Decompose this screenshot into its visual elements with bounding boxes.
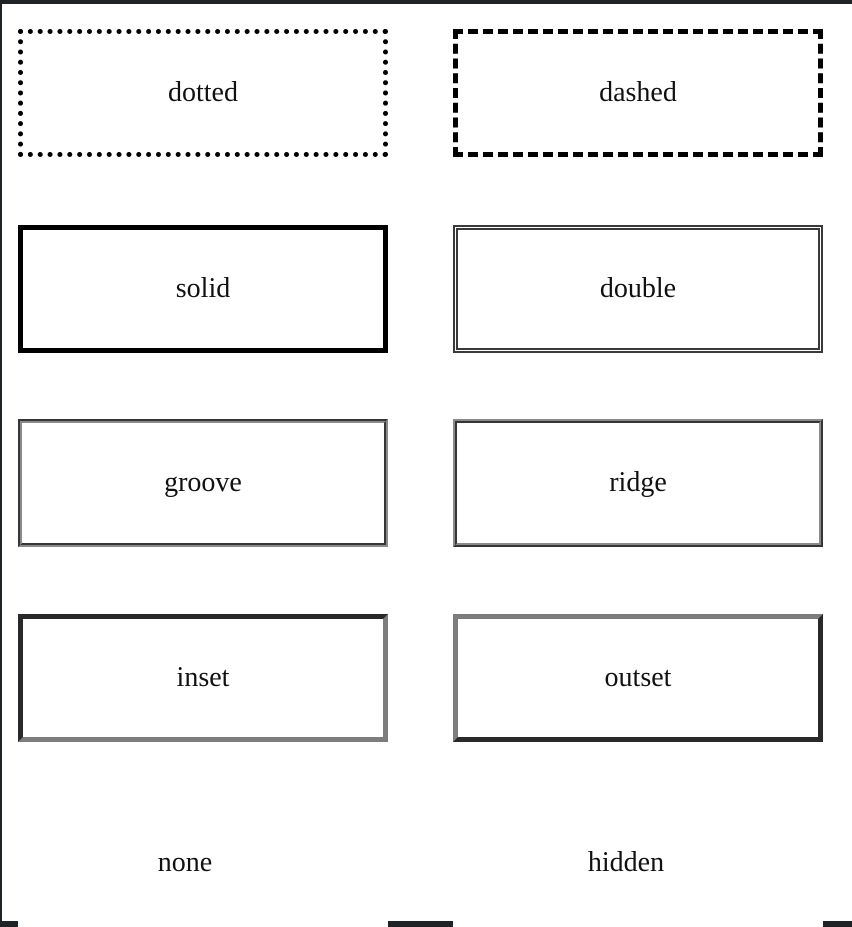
none-border-box: none <box>18 799 388 927</box>
outset-border-box: outset <box>453 614 823 742</box>
box-label: ridge <box>609 467 667 498</box>
dotted-border-box: dotted <box>18 29 388 157</box>
box-label: dashed <box>599 77 677 108</box>
double-border-box: double <box>453 225 823 353</box>
dashed-border-box: dashed <box>453 29 823 157</box>
border-styles-demo-page: dotted dashed solid double groove ridge … <box>2 4 852 927</box>
box-label: inset <box>176 662 230 693</box>
box-label: dotted <box>168 77 238 108</box>
box-label: outset <box>604 662 672 693</box>
box-label: hidden <box>587 847 665 878</box>
hidden-border-box: hidden <box>453 799 823 927</box>
inset-border-box: inset <box>18 614 388 742</box>
box-label: solid <box>175 273 231 304</box>
box-label: double <box>599 273 677 304</box>
solid-border-box: solid <box>18 225 388 353</box>
box-label: groove <box>164 467 242 498</box>
groove-border-box: groove <box>18 419 388 547</box>
box-label: none <box>157 847 213 878</box>
ridge-border-box: ridge <box>453 419 823 547</box>
